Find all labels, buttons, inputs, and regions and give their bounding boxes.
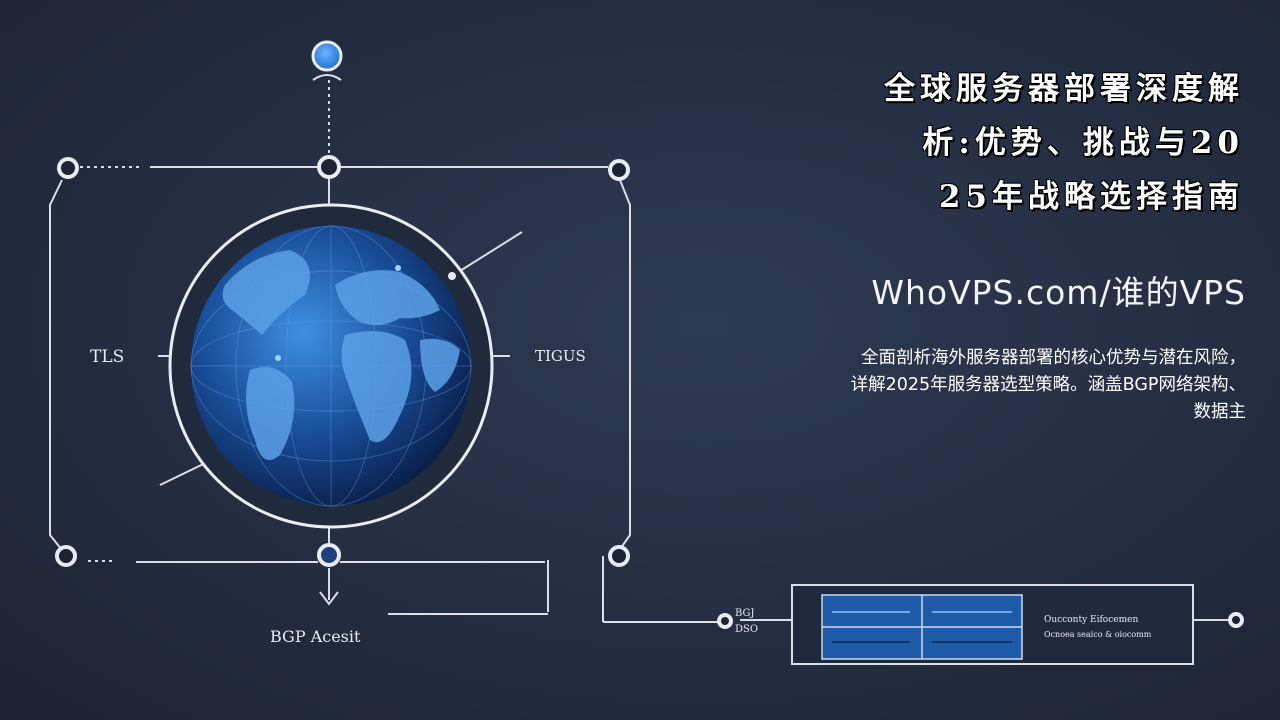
continents — [222, 250, 460, 460]
article-description: 全面剖析海外服务器部署的核心优势与潜在风险， 详解2025年服务器选型策略。涵盖… — [686, 345, 1246, 426]
description-line: 详解2025年服务器选型策略。涵盖BGP网络架构、 — [850, 375, 1246, 395]
connector-nodes — [55, 155, 1244, 629]
connection-lines — [49, 166, 1240, 623]
description-line: 全面剖析海外服务器部署的核心优势与潜在风险， — [861, 348, 1246, 368]
side-label-2: DSO — [735, 624, 758, 635]
site-name: WhoVPS.com/谁的VPS — [871, 273, 1246, 312]
description-line: 数据主 — [1193, 402, 1247, 422]
server-label-2: Ocnoea seaico & oiocomm — [1044, 630, 1152, 639]
server-blocks — [821, 594, 1023, 660]
title-line: 25年战略选择指南 — [938, 179, 1244, 215]
dotted-lines — [80, 80, 330, 562]
title-line: 全球服务器部署深度解 — [884, 71, 1244, 107]
article-title: 全球服务器部署深度解 析:优势、挑战与20 25年战略选择指南 — [724, 62, 1244, 224]
label-right: TIGUS — [535, 347, 586, 365]
label-bottom: BGP Acesit — [270, 627, 361, 646]
label-left: TLS — [90, 347, 124, 367]
top-node — [311, 40, 343, 72]
server-label-1: Oucconty Eifocemen — [1044, 615, 1138, 625]
title-line: 析:优势、挑战与20 — [922, 125, 1244, 161]
side-label-1: BGJ — [735, 608, 755, 619]
